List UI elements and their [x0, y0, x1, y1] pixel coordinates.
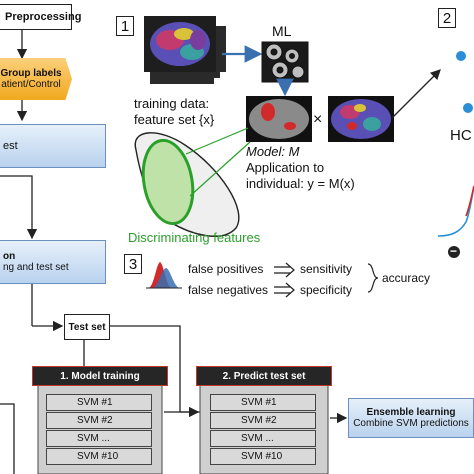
preprocessing-box: Preprocessing: [0, 4, 81, 30]
brain-slice-stack: [144, 16, 226, 84]
svm-item: SVM #10: [46, 448, 152, 465]
sensitivity-label: sensitivity: [300, 262, 353, 276]
ml-label: ML: [272, 23, 292, 39]
minus-marker: [448, 246, 460, 258]
test-set-box: Test set: [64, 314, 110, 340]
svm-label: SVM #10: [77, 451, 119, 462]
ensemble-box: Ensemble learning Combine SVM prediction…: [348, 398, 474, 438]
training-label-2: feature set {x}: [134, 112, 215, 127]
specificity-label: specificity: [300, 283, 353, 297]
brain-model-right: [328, 96, 394, 142]
model-line-2: Application to: [246, 160, 325, 175]
test-box: est: [0, 124, 106, 168]
panel-1-number: 1: [116, 16, 134, 36]
feature-link-line: [185, 127, 249, 155]
partition-box: on ng and test set: [0, 240, 106, 284]
data-point: [456, 51, 466, 61]
panel-2-number: 2: [438, 8, 456, 28]
times-sign: ×: [313, 111, 323, 128]
panel-2-number-text: 2: [442, 9, 452, 27]
flow-line: [0, 403, 15, 474]
accuracy-label: accuracy: [382, 271, 431, 285]
svm-item: SVM ...: [46, 430, 152, 447]
model-training-title: 1. Model training: [60, 370, 140, 382]
group-labels-box: Group labels atient/Control: [0, 58, 72, 100]
gears-icon: [261, 41, 309, 83]
svm-label: SVM #1: [77, 397, 113, 408]
training-label-1: training data:: [134, 96, 210, 111]
svm-label: SVM ...: [77, 433, 110, 444]
implies-arrow: [274, 262, 295, 298]
partition-sub: ng and test set: [3, 262, 69, 273]
brace: [367, 263, 379, 293]
svm-item: SVM #1: [210, 394, 316, 411]
test-box-label: est: [3, 140, 18, 152]
distribution-icon: [146, 262, 182, 289]
ensemble-sub: Combine SVM predictions: [353, 418, 469, 429]
svm-label: SVM #2: [241, 415, 277, 426]
model-training-header: 1. Model training: [32, 366, 168, 386]
hc-label: HC: [450, 127, 472, 144]
svm-item: SVM ...: [210, 430, 316, 447]
classification-arrow: [391, 69, 441, 119]
svm-item: SVM #10: [210, 448, 316, 465]
ensemble-title: Ensemble learning: [366, 407, 456, 418]
test-set-label: Test set: [68, 321, 106, 333]
predict-test-header: 2. Predict test set: [196, 366, 332, 386]
discriminating-features-label: Discriminating features: [128, 230, 261, 245]
false-negatives-label: false negatives: [188, 283, 269, 297]
brain-model-left: [246, 96, 312, 142]
svm-item: SVM #2: [46, 412, 152, 429]
svm-item: SVM #2: [210, 412, 316, 429]
svm-item: SVM #1: [46, 394, 152, 411]
svm-label: SVM #10: [241, 451, 283, 462]
sigmoid-curve-red: [465, 185, 474, 217]
minus-sign: −: [450, 244, 458, 258]
feature-link-line: [189, 141, 251, 197]
panel-1-number-text: 1: [120, 17, 130, 35]
partition-title: on: [3, 251, 16, 262]
flow-arrow: [0, 175, 38, 240]
predict-test-title: 2. Predict test set: [222, 370, 306, 382]
model-line-1: Model: M: [246, 144, 300, 159]
svm-label: SVM ...: [241, 433, 274, 444]
group-labels-title: Group labels: [0, 68, 62, 79]
panel-3-number-text: 3: [128, 255, 138, 273]
group-labels-sub: atient/Control: [1, 79, 61, 90]
discriminating-features-ellipse: [141, 138, 195, 226]
panel-3-number: 3: [124, 254, 142, 274]
svm-label: SVM #2: [77, 415, 113, 426]
data-point: [463, 103, 473, 113]
preprocessing-label: Preprocessing: [5, 11, 82, 23]
svm-label: SVM #1: [241, 397, 277, 408]
false-positives-label: false positives: [188, 262, 264, 276]
model-line-3: individual: y = M(x): [246, 176, 355, 191]
